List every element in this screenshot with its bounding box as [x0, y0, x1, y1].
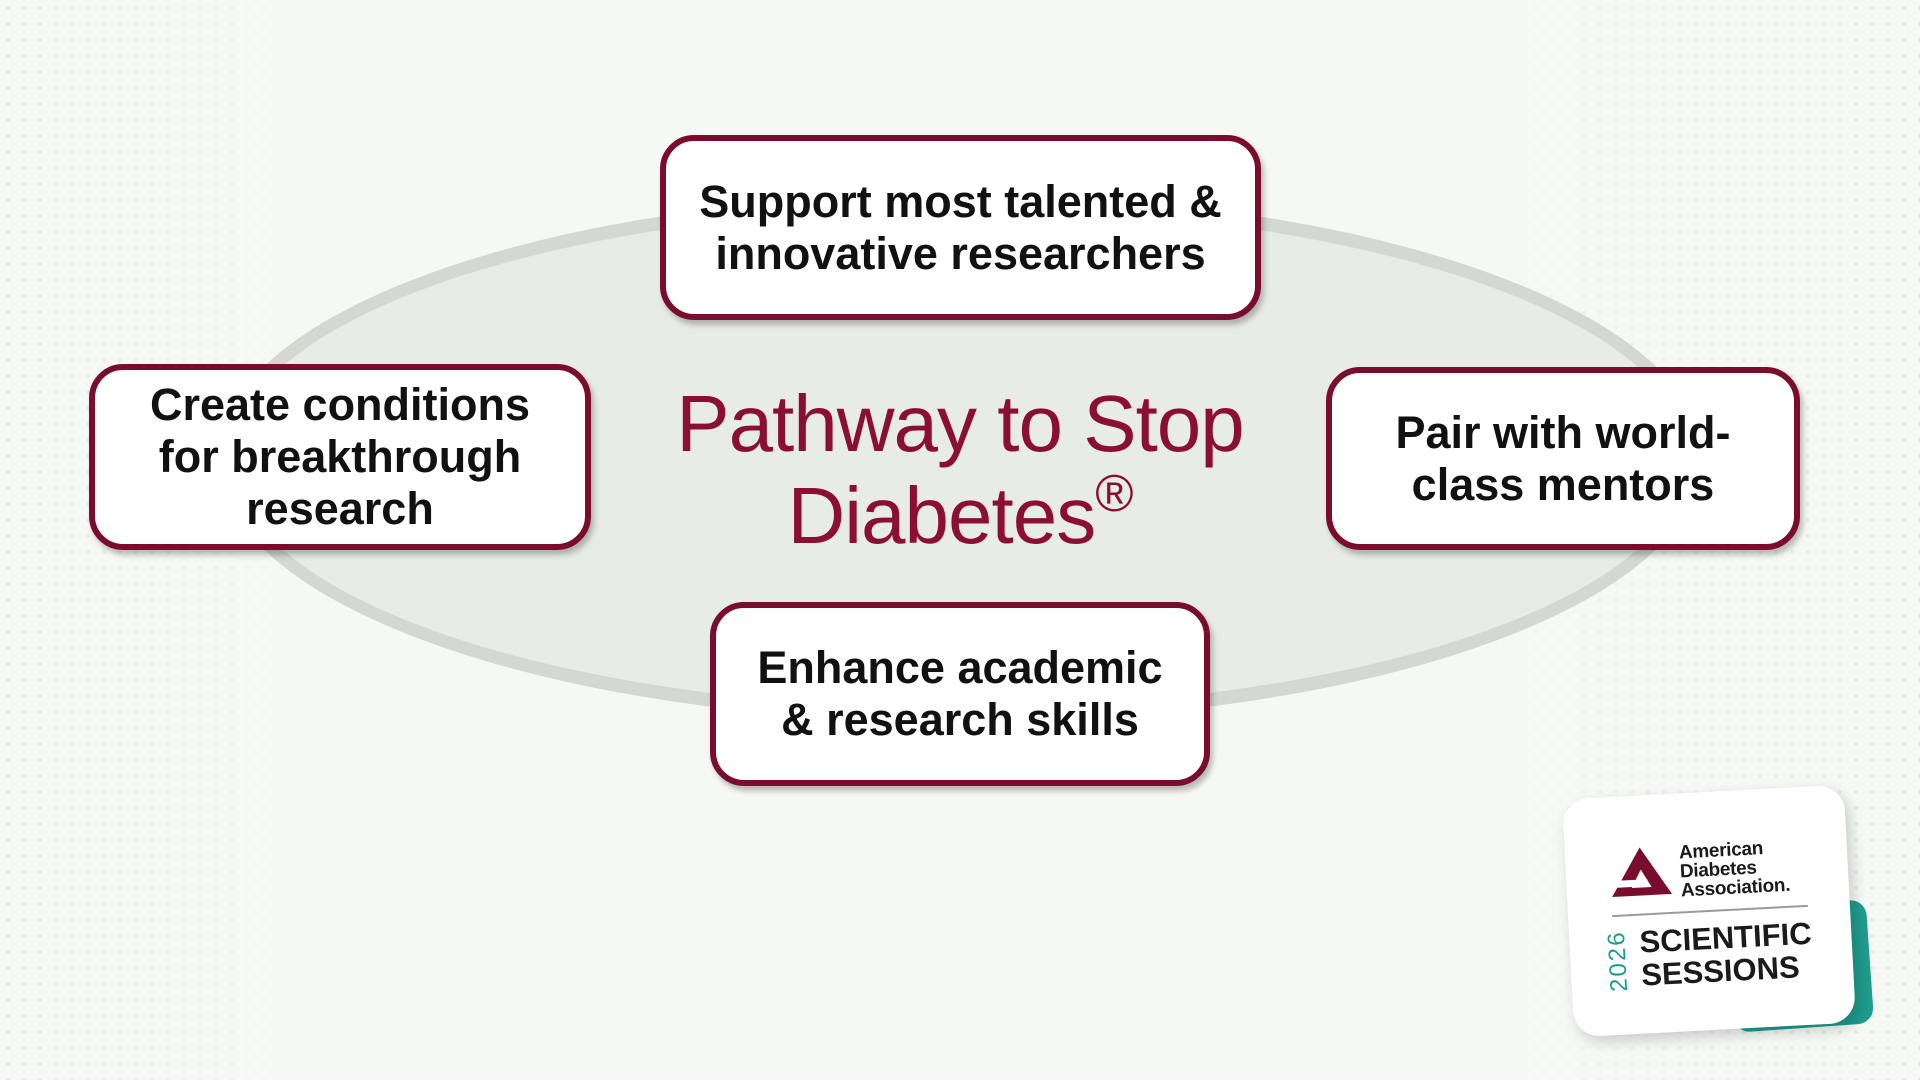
event-name-line2: SESSIONS	[1640, 949, 1801, 993]
ada-wordmark-line3: Association.	[1680, 874, 1791, 902]
node-create-conditions: Create conditions for breakthrough resea…	[89, 364, 591, 550]
diagram-title-text: Pathway to Stop Diabetes	[676, 379, 1245, 560]
node-pair-mentors-label: Pair with world- class mentors	[1395, 406, 1731, 510]
node-enhance-skills-label: Enhance academic & research skills	[757, 642, 1163, 745]
node-enhance-skills: Enhance academic & research skills	[710, 602, 1210, 786]
diagram-title: Pathway to Stop Diabetes®	[610, 378, 1310, 562]
event-year: 2026	[1602, 929, 1634, 993]
node-create-conditions-label: Create conditions for breakthrough resea…	[149, 379, 531, 534]
node-support-researchers-label: Support most talented & innovative resea…	[699, 175, 1222, 279]
ada-triangle-icon	[1612, 847, 1673, 898]
node-support-researchers: Support most talented & innovative resea…	[660, 135, 1261, 320]
registered-mark: ®	[1095, 465, 1133, 523]
logo-divider	[1612, 904, 1808, 918]
event-name: SCIENTIFIC SESSIONS	[1639, 916, 1814, 993]
ada-scientific-sessions-logo: American Diabetes Association. 2026 SCIE…	[1561, 784, 1857, 1038]
ada-wordmark: American Diabetes Association.	[1678, 838, 1790, 901]
node-pair-mentors: Pair with world- class mentors	[1326, 367, 1800, 550]
